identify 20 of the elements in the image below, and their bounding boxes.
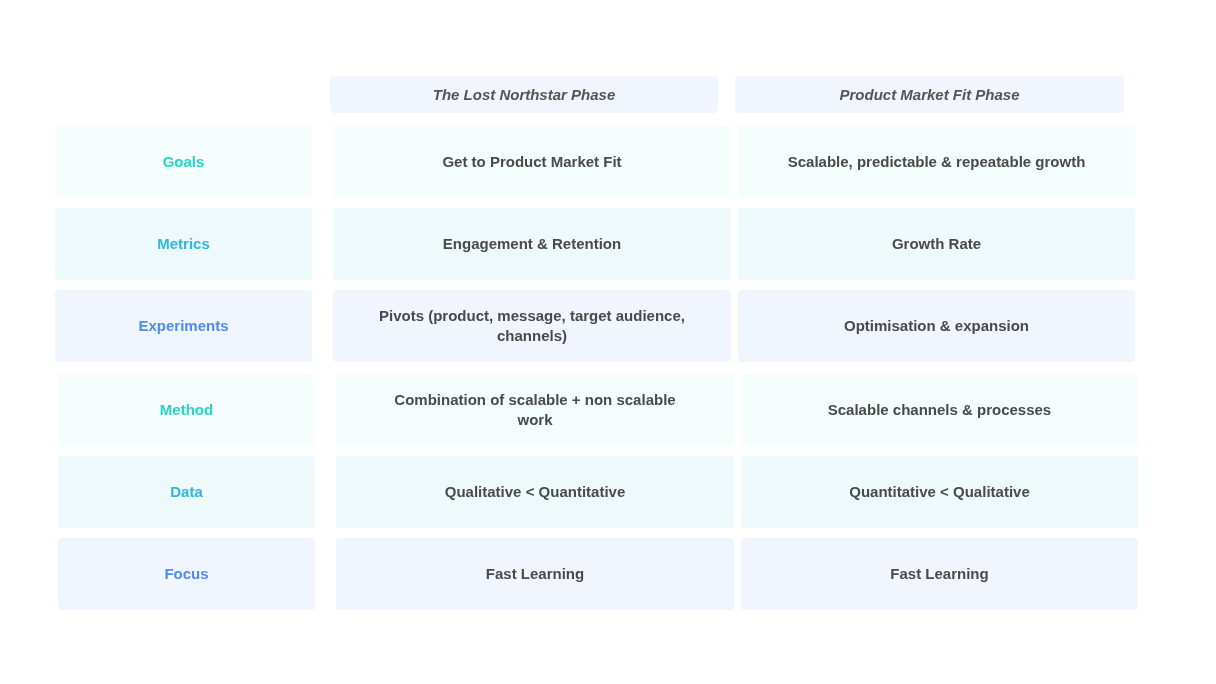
- cell-text: Combination of scalable + non scalable work: [393, 390, 677, 430]
- cell-text: Scalable channels & processes: [827, 400, 1052, 420]
- cell-text: Fast Learning: [485, 564, 585, 584]
- cell-text: Scalable, predictable & repeatable growth: [787, 152, 1086, 172]
- cell-text: Product Market Fit Phase: [839, 84, 1020, 105]
- cell-text: Fast Learning: [890, 564, 989, 584]
- cell-text: Quantitative < Qualitative: [849, 482, 1030, 502]
- cell-text: Experiments: [138, 316, 229, 336]
- cell-text: Metrics: [157, 234, 210, 254]
- cell-text: Data: [170, 482, 203, 502]
- cell-text: Method: [159, 400, 214, 420]
- cell-text: Goals: [162, 152, 205, 172]
- cell-text: Get to Product Market Fit: [442, 152, 622, 172]
- cell-text: Engagement & Retention: [442, 234, 622, 254]
- cell-text: Pivots (product, message, target audience, channels): [378, 306, 686, 346]
- cell-text: Optimisation & expansion: [844, 316, 1029, 336]
- cell-text: The Lost Northstar Phase: [432, 84, 616, 105]
- cell-text: Focus: [164, 564, 209, 584]
- cell-text: Growth Rate: [891, 234, 982, 254]
- cell-text: Qualitative < Quantitative: [444, 482, 626, 502]
